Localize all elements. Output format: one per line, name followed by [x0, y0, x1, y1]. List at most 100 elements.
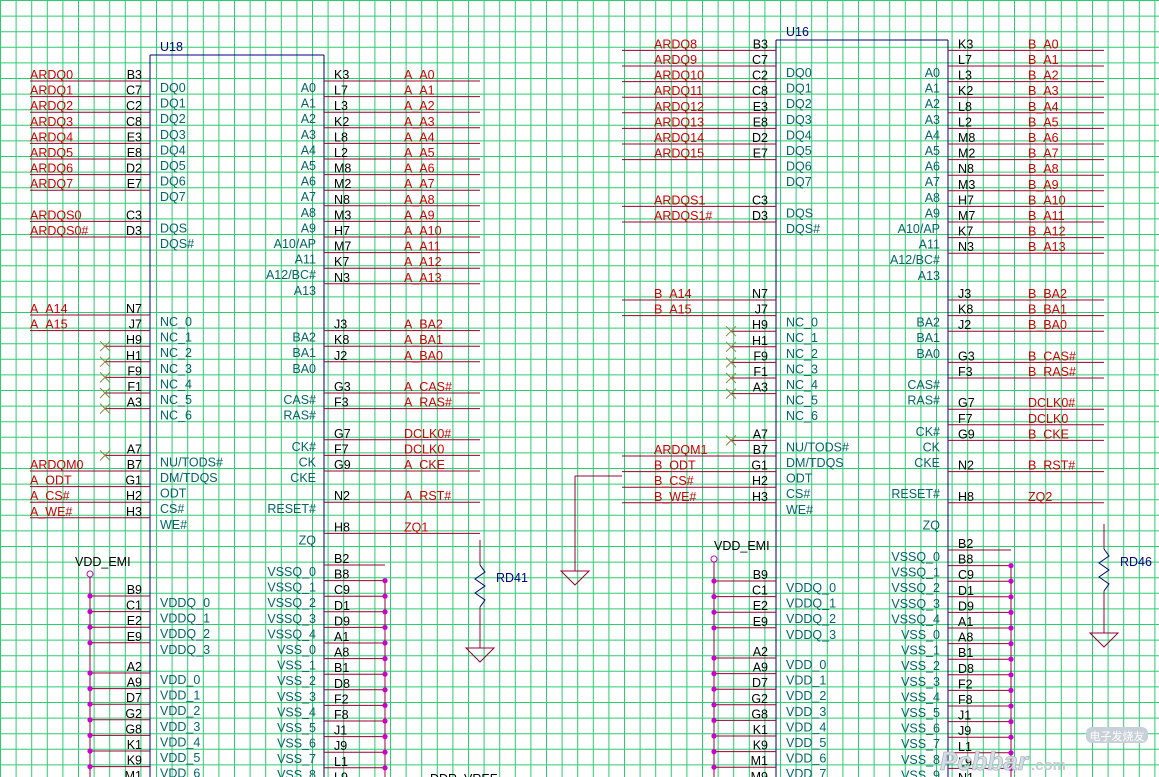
net-label: ARDQ3	[30, 115, 73, 129]
junction-dot	[382, 609, 388, 615]
pin-number: B2	[958, 537, 973, 551]
pin-number: A9	[753, 661, 768, 675]
pin-name: RESET#	[891, 487, 940, 501]
junction-dot	[1008, 719, 1014, 725]
pin-name: A12/BC#	[890, 253, 940, 267]
pin-number: A8	[958, 631, 973, 645]
pin-name: A2	[925, 97, 940, 111]
no-connect-mark	[99, 340, 111, 352]
pin-name: WE#	[160, 518, 187, 532]
pin-number: D2	[126, 162, 142, 176]
pin-number: G9	[958, 427, 975, 441]
pin-name: VSSQ_4	[891, 612, 940, 626]
net-label: B_A0	[1028, 37, 1059, 51]
junction-dot	[382, 734, 388, 740]
pin-number: A3	[753, 381, 768, 395]
pin-name: A13	[918, 269, 940, 283]
junction-dot	[382, 671, 388, 677]
pin-name: VSSQ_0	[267, 565, 316, 579]
pin-name: VDD_2	[786, 689, 826, 703]
junction-dot	[1008, 594, 1014, 600]
pin-name: A8	[925, 191, 940, 205]
pin-name: VSS_0	[901, 628, 940, 642]
pin-number: L2	[958, 115, 972, 129]
power-net-label: VDD_EMI	[75, 555, 131, 569]
chip-u16: U16B3ARDQ8C7DQ0ARDQ9C2DQ1ARDQ10C8DQ2ARDQ…	[559, 25, 1152, 777]
pin-number: K2	[334, 115, 349, 129]
pin-name: VSSQ_3	[891, 597, 940, 611]
pin-number: K8	[958, 303, 973, 317]
net-label: A_A15	[30, 318, 68, 332]
pin-number: F8	[958, 693, 973, 707]
pin-name: NC_6	[786, 409, 818, 423]
junction-dot	[1008, 672, 1014, 678]
net-label: ARDQ5	[30, 146, 73, 160]
net-label: B_BA1	[1028, 303, 1067, 317]
pin-name: A11	[919, 238, 940, 252]
net-label: ARDQ2	[30, 99, 73, 113]
pin-number: N8	[334, 193, 350, 207]
pin-name: VSSQ_1	[891, 566, 940, 580]
pin-number: B1	[334, 661, 349, 675]
net-label: A_A12	[404, 255, 442, 269]
net-label: A_BA1	[404, 333, 443, 347]
pin-number: J9	[334, 739, 347, 753]
pin-name: DM/TDQS	[160, 471, 218, 485]
pin-name: RAS#	[283, 409, 316, 423]
net-label: DCLK0#	[1028, 396, 1075, 410]
junction-dot	[87, 717, 93, 723]
net-label: B_A1	[1028, 53, 1059, 67]
pin-number: J1	[334, 724, 347, 738]
pin-name: VDD_7	[786, 767, 826, 777]
pin-number: B1	[958, 646, 973, 660]
net-label-bottom: DDR_VREF	[430, 772, 498, 777]
pin-number: H2	[126, 489, 142, 503]
pin-number: G3	[958, 349, 975, 363]
junction-dot	[1008, 765, 1014, 772]
pin-name: NC_5	[160, 393, 192, 407]
pin-name: CAS#	[907, 378, 940, 392]
pin-number: A7	[753, 427, 768, 441]
pin-number: D3	[752, 209, 768, 223]
pin-number: J7	[755, 303, 768, 317]
pin-number: A2	[753, 645, 768, 659]
pin-number: E3	[753, 100, 768, 114]
junction-dot	[1008, 641, 1014, 647]
pin-number: N7	[752, 287, 768, 301]
pin-name: ZQ	[299, 533, 317, 547]
pin-number: M8	[958, 131, 975, 145]
junction-dot	[382, 640, 388, 646]
pin-name: BA1	[292, 346, 316, 360]
pin-name: CK	[299, 455, 317, 469]
pin-name: A7	[925, 175, 940, 189]
pin-name: BA0	[292, 362, 316, 376]
watermark-badge: 电子发烧友	[1090, 729, 1145, 743]
pin-number: E9	[753, 615, 768, 629]
pin-number: D7	[752, 676, 768, 690]
net-label: B_CAS#	[1028, 349, 1076, 363]
pin-name: VDD_2	[160, 704, 200, 718]
pin-name: A1	[301, 97, 316, 111]
net-label: ARDQ13	[654, 115, 704, 129]
pin-name: VSS_8	[901, 753, 940, 767]
resistor-refdes: RD46	[1120, 555, 1152, 569]
net-label: ARDQ12	[654, 100, 704, 114]
pin-number: D1	[334, 599, 350, 613]
pin-number: H1	[752, 334, 768, 348]
net-label: DCLK0#	[404, 427, 451, 441]
net-label: A_A0	[404, 68, 435, 82]
pin-name: DQ5	[160, 159, 186, 173]
pin-name: DQ2	[160, 112, 186, 126]
pin-number: G8	[751, 707, 768, 721]
pin-name: DQ7	[786, 175, 812, 189]
pin-number: F2	[334, 692, 349, 706]
net-label: A_RST#	[404, 489, 451, 503]
net-label: B_A6	[1028, 131, 1059, 145]
pin-name: DQS#	[160, 237, 194, 251]
pin-number: N2	[334, 489, 350, 503]
net-label: B_A4	[1028, 100, 1059, 114]
pin-number: G8	[125, 722, 142, 736]
pin-number: N3	[958, 240, 974, 254]
pin-name: VDD_0	[160, 673, 200, 687]
